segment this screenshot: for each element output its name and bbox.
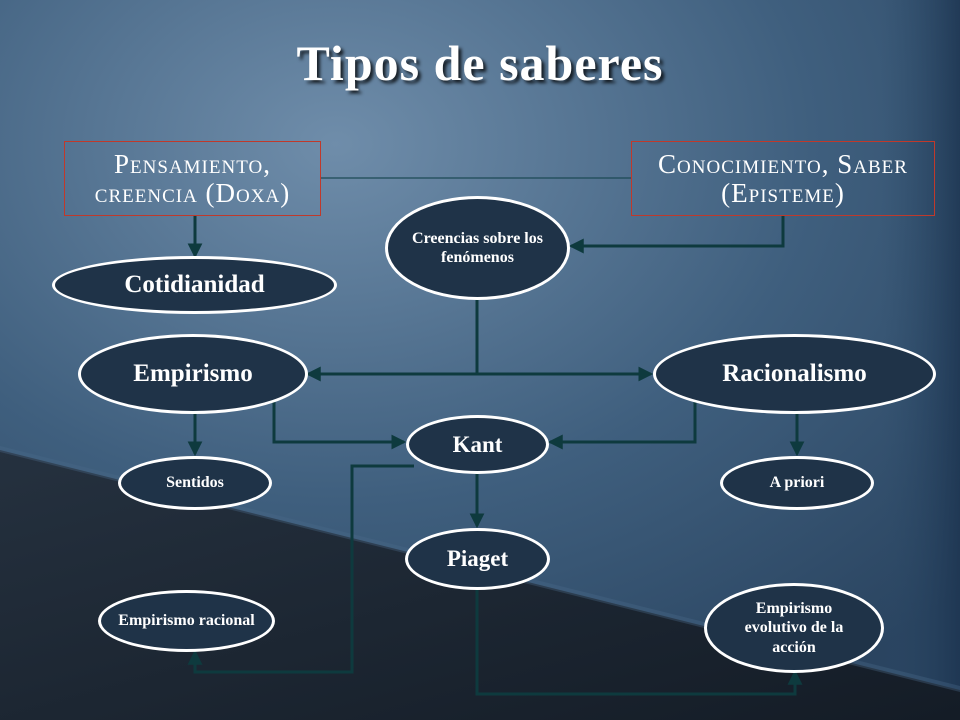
a-priori-node: A priori <box>720 456 874 510</box>
episteme-box: Conocimiento, Saber (Episteme) <box>631 141 935 216</box>
connector-lines <box>187 177 805 696</box>
empirismo-evolutivo-label: Empirismo evolutivo de la acción <box>744 600 844 656</box>
empirismo-label: Empirismo <box>133 360 253 387</box>
doxa-label: Pensamiento, creencia (Doxa) <box>94 149 291 208</box>
empirismo-to-kant-arrow <box>272 402 407 450</box>
piaget-node: Piaget <box>405 528 550 590</box>
empirismo-racional-node: Empirismo racional <box>98 590 275 652</box>
racionalismo-node: Racionalismo <box>653 334 936 414</box>
racionalismo-label: Racionalismo <box>722 360 867 387</box>
empirismo-node: Empirismo <box>78 334 308 414</box>
episteme-label: Conocimiento, Saber (Episteme) <box>658 149 908 208</box>
sentidos-node: Sentidos <box>118 456 272 510</box>
kant-node: Kant <box>406 415 549 474</box>
creencias-node: Creencias sobre los fenómenos <box>385 196 570 300</box>
doxa-box: Pensamiento, creencia (Doxa) <box>64 141 321 216</box>
empirismo-racional-label: Empirismo racional <box>118 612 255 630</box>
piaget-to-empirismo-evolutivo-arrow <box>475 590 803 696</box>
cotidianidad-label: Cotidianidad <box>124 271 265 298</box>
creencias-label: Creencias sobre los fenómenos <box>412 229 543 266</box>
cotidianidad-node: Cotidianidad <box>52 256 337 314</box>
kant-label: Kant <box>452 431 503 457</box>
piaget-label: Piaget <box>446 546 509 572</box>
racionalismo-to-kant-arrow <box>547 402 697 450</box>
kant-to-empirismo-racional-arrow <box>187 464 414 674</box>
sentidos-label: Sentidos <box>166 474 224 492</box>
a-priori-label: A priori <box>769 474 825 492</box>
empirismo-evolutivo-node: Empirismo evolutivo de la acción <box>704 583 884 673</box>
page-title: Tipos de saberes <box>296 35 664 91</box>
episteme-to-creencias-arrow <box>568 216 785 254</box>
